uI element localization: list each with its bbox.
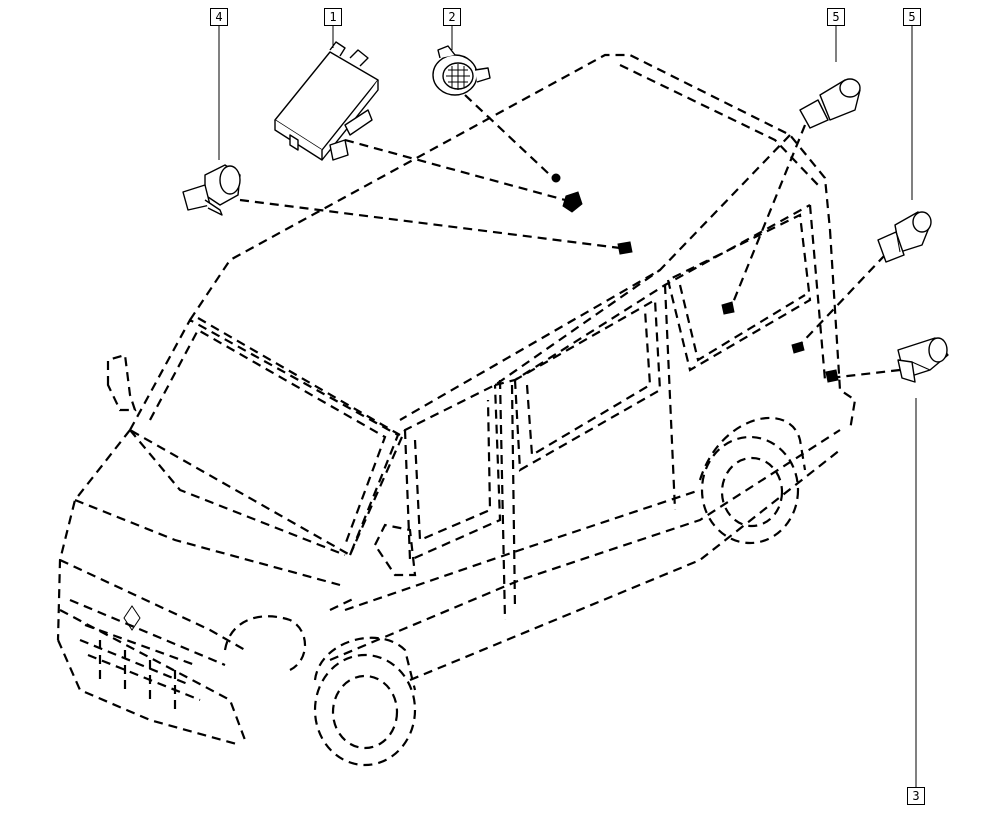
parking-sensor-icon — [877, 211, 932, 263]
parking-sensor-icon — [897, 337, 949, 383]
parking-sensor-icon — [182, 164, 241, 216]
leader-part-4 — [239, 198, 621, 250]
leader-part-2 — [464, 94, 551, 176]
van-outline — [56, 53, 857, 767]
callout-5-lower: 5 — [903, 8, 921, 26]
parking-sensor-icon — [799, 78, 861, 129]
buzzer-icon — [432, 45, 491, 96]
control-unit-icon — [274, 41, 379, 161]
callout-4: 4 — [210, 8, 228, 26]
callout-5-upper: 5 — [827, 8, 845, 26]
leader-part-3 — [829, 368, 901, 380]
leader-part-5-upper — [728, 124, 807, 311]
callout-2: 2 — [443, 8, 461, 26]
leader-part-5-lower — [794, 254, 886, 351]
callout-leaders — [218, 26, 917, 787]
mount-points — [551, 173, 839, 383]
leader-part-1 — [344, 138, 566, 202]
leader-lines — [239, 94, 901, 380]
callout-1: 1 — [324, 8, 342, 26]
callout-3: 3 — [907, 787, 925, 805]
